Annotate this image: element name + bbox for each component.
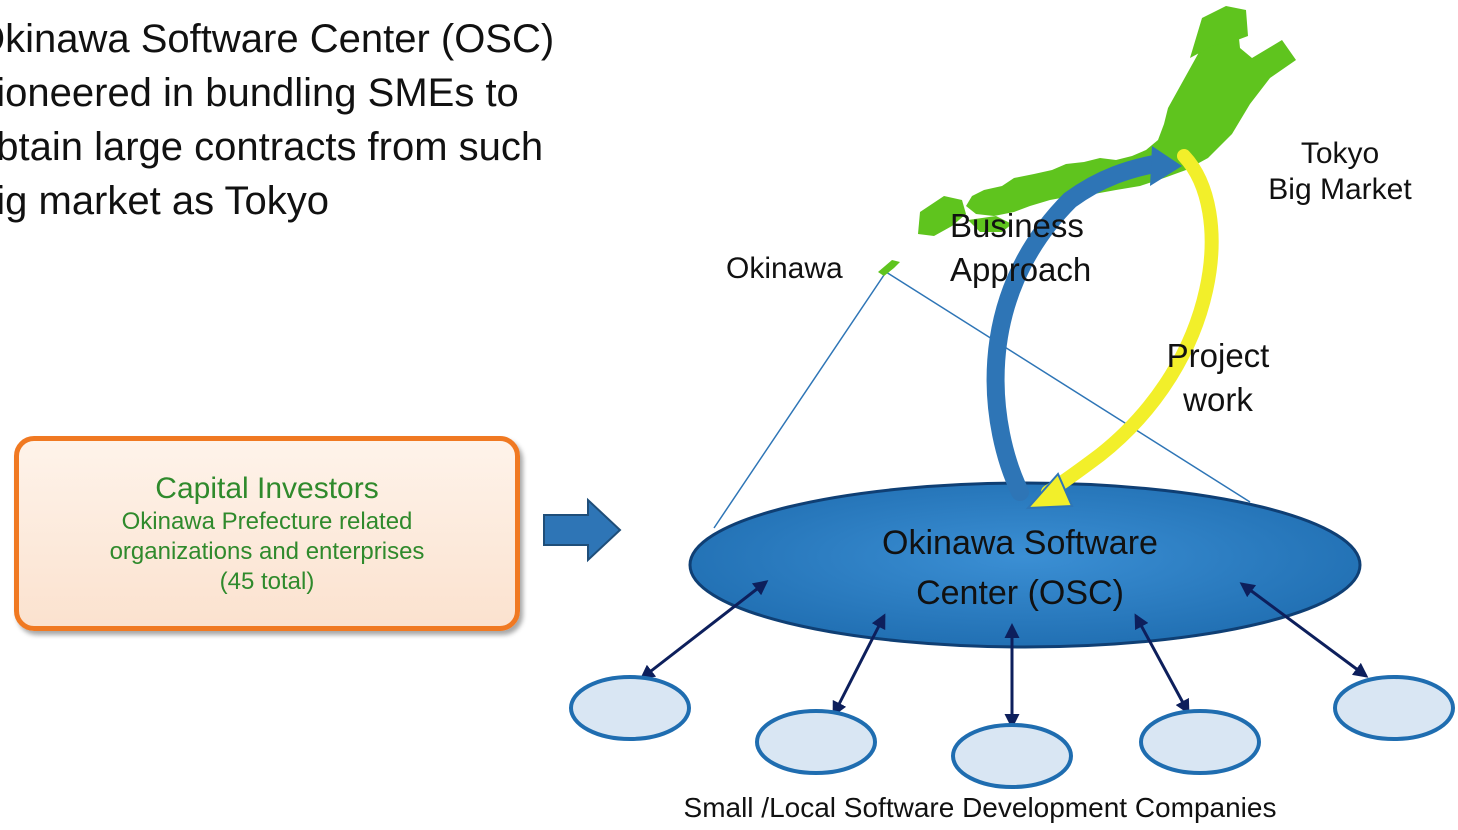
tokyo-label: Tokyo Big Market [1244, 136, 1436, 208]
osc-label: Okinawa Software Center (OSC) [820, 518, 1220, 618]
okinawa-label: Okinawa [726, 252, 843, 285]
intro-line-3: obtain large contracts from such [0, 125, 544, 169]
project-work-arrow [1041, 149, 1219, 499]
companies-caption: Small /Local Software Development Compan… [683, 792, 1277, 823]
company-node-2 [755, 709, 877, 775]
company-node-3 [951, 723, 1073, 789]
intro-line-4: big market as Tokyo [0, 179, 329, 223]
business-approach-line-1: Business [950, 207, 1084, 244]
okinawa-connector-left [713, 271, 887, 529]
investors-title: Capital Investors [155, 471, 379, 505]
tokyo-label-line-1: Tokyo [1300, 137, 1380, 170]
intro-line-2: pioneered in bundling SMEs to [0, 71, 519, 115]
business-approach-line-2: Approach [950, 251, 1092, 288]
business-approach-arrow [986, 154, 1169, 501]
project-work-arrowhead [1025, 472, 1074, 510]
business-approach-label: Business Approach [940, 204, 1118, 292]
link-company-5 [1239, 582, 1369, 678]
project-work-label: Project work [1150, 334, 1286, 422]
japan-map [918, 6, 1296, 236]
osc-label-line-1: Okinawa Software [882, 524, 1158, 562]
investors-desc-line-2: organizations and enterprises [109, 537, 425, 565]
tokyo-label-line-2: Big Market [1268, 173, 1412, 206]
link-company-2 [832, 613, 886, 717]
okinawa-connector-right [885, 271, 1251, 503]
investors-desc-line-1: Okinawa Prefecture related [121, 507, 413, 535]
intro-line-1: Okinawa Software Center (OSC) [0, 17, 555, 61]
capital-investors-box: Capital Investors Okinawa Prefecture rel… [14, 436, 520, 631]
project-work-line-2: work [1183, 381, 1253, 418]
company-node-5 [1333, 675, 1455, 741]
intro-text: Okinawa Software Center (OSC) pioneered … [0, 12, 680, 228]
company-node-1 [569, 675, 691, 741]
investors-count: (45 total) [219, 567, 315, 595]
link-company-4 [1134, 613, 1190, 715]
osc-label-line-2: Center (OSC) [916, 574, 1124, 612]
link-company-1 [639, 580, 769, 680]
business-approach-arrowhead [1150, 146, 1182, 186]
investors-to-osc-arrow [543, 497, 622, 563]
company-node-4 [1139, 709, 1261, 775]
okinawa-island [878, 260, 900, 276]
project-work-line-1: Project [1166, 337, 1270, 374]
